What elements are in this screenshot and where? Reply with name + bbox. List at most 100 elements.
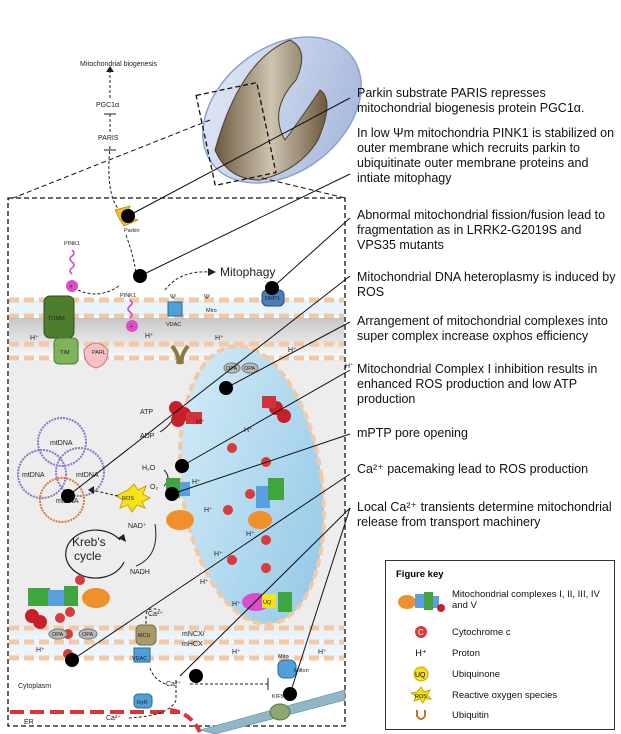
svg-text:H⁺: H⁺ — [215, 335, 224, 342]
svg-text:H⁺: H⁺ — [318, 649, 327, 656]
figure-key-title: Figure key — [396, 569, 444, 580]
svg-text:Ψ: Ψ — [170, 294, 176, 301]
key-ubiquitin-label: Ubiquitin — [452, 710, 489, 721]
proton-labels-lower: H⁺ H⁺ H⁺ — [36, 647, 327, 656]
svg-text:H⁺: H⁺ — [345, 363, 354, 370]
svg-text:TIM: TIM — [60, 350, 70, 356]
svg-text:VDAC: VDAC — [132, 656, 147, 662]
svg-text:Milton: Milton — [294, 668, 309, 674]
annotation-fission-fusion: Abnormal mitochondrial fission/fusion le… — [357, 208, 606, 252]
ubiquinone-icon: UQ — [396, 666, 446, 682]
svg-text:H⁺: H⁺ — [36, 647, 45, 654]
mitophagy-label: Mitophagy — [220, 265, 275, 279]
zoom-panel — [7, 197, 346, 727]
vdac-bottom: VDAC — [132, 647, 151, 663]
svg-text:H⁺: H⁺ — [204, 507, 213, 514]
proton-icon: H⁺ — [415, 647, 427, 658]
svg-text:DRP1: DRP1 — [265, 296, 280, 302]
annotation-dots — [61, 209, 297, 701]
svg-text:H⁺: H⁺ — [214, 551, 223, 558]
svg-text:H⁺: H⁺ — [192, 479, 201, 486]
nad-label: NAD⁺ — [128, 523, 147, 530]
svg-text:Miro: Miro — [278, 654, 289, 660]
mptp-pore — [170, 344, 190, 365]
parkin-label: Parkin — [124, 228, 140, 234]
key-complexes-label: Mitochondrial complexes I, II, III, IV a… — [452, 589, 600, 611]
svg-text:OPA: OPA — [82, 632, 94, 638]
svg-text:OPA: OPA — [226, 366, 238, 372]
svg-text:H⁺: H⁺ — [246, 531, 255, 538]
water-label: H₂O — [142, 465, 156, 472]
adp-label: ADP — [140, 433, 155, 440]
cytochrome-c-icon: C — [396, 625, 446, 639]
cytoplasm-label: Cytoplasm — [18, 683, 51, 690]
svg-text:H⁺: H⁺ — [232, 601, 241, 608]
mitochondrion-illustration — [195, 36, 362, 187]
krebs-label-2: cycle — [74, 549, 102, 563]
mncx-label-1: mNCX/ — [182, 631, 205, 638]
svg-text:TOMM: TOMM — [48, 316, 65, 322]
atp-label: ATP — [140, 409, 153, 416]
svg-text:UQ: UQ — [415, 672, 426, 679]
complex-cluster-lower-left — [25, 586, 110, 629]
svg-text:KIF5: KIF5 — [272, 694, 284, 700]
drp1-protein: DRP1 — [261, 289, 285, 307]
svg-text:Ca²⁺: Ca²⁺ — [148, 611, 163, 618]
svg-text:+: + — [130, 324, 133, 330]
svg-text:Ca²⁺: Ca²⁺ — [166, 681, 181, 688]
biogenesis-label: Mitochondrial biogenesis — [80, 61, 158, 68]
er-membrane — [10, 708, 202, 733]
svg-text:mtDNA: mtDNA — [76, 472, 99, 479]
svg-text:Miro: Miro — [206, 308, 217, 314]
ryr-channel: RyR — [133, 693, 153, 709]
svg-text:UQ: UQ — [263, 600, 272, 606]
svg-text:RyR: RyR — [137, 700, 148, 706]
mcu-channel: MCU — [135, 624, 157, 646]
svg-text:ROS: ROS — [122, 496, 134, 502]
svg-text:VDAC: VDAC — [166, 322, 181, 328]
svg-text:H⁺: H⁺ — [232, 649, 241, 656]
krebs-label-1: Kreb's — [72, 535, 106, 549]
proton-labels-upper: H⁺ H⁺ H⁺ H⁺ H⁺ — [30, 333, 354, 370]
key-proton-label: Proton — [452, 648, 480, 659]
ubiquitin-icon — [396, 708, 446, 722]
er-label: ER — [24, 719, 34, 726]
pink1-top: PINK1 + — [64, 241, 80, 292]
svg-text:mtDNA: mtDNA — [50, 440, 73, 447]
key-cytochrome-label: Cytochrome c — [452, 627, 511, 638]
svg-text:+: + — [70, 284, 73, 290]
annotation-ca-pacemaking: Ca²⁺ pacemaking lead to ROS production — [357, 462, 589, 476]
mncx-label-2: mHCX — [182, 641, 203, 648]
proton-labels-matrix: H⁺ H⁺ H⁺ H⁺ H⁺ H⁺ H⁺ H⁺ — [192, 419, 255, 608]
key-ubiquinone-label: Ubiquinone — [452, 669, 501, 680]
svg-text:H⁺: H⁺ — [288, 347, 297, 354]
annotation-pink1: In low Ψm mitochondria PINK1 is stabiliz… — [357, 126, 615, 185]
annotation-pointers — [67, 97, 351, 677]
vdac-top: VDAC Ψ — [166, 294, 183, 328]
annotation-paris: Parkin substrate PARIS represses mitocho… — [357, 86, 585, 115]
nadh-label: NADH — [130, 569, 150, 576]
ros-icon: ROS — [396, 686, 446, 704]
ros-burst: ROS — [114, 483, 152, 513]
annotation-complex-i: Mitochondrial Complex I inhibition resul… — [357, 362, 598, 406]
svg-text:Ψ: Ψ — [204, 294, 210, 301]
annotation-supercomplex: Arrangement of mitochondrial complexes i… — [357, 314, 608, 343]
svg-text:mtDNA: mtDNA — [22, 472, 45, 479]
figure-key: Figure key Mitochondrial complexes I, II… — [385, 560, 615, 730]
parl-protein: PARL — [83, 342, 109, 369]
svg-text:H⁺: H⁺ — [196, 419, 205, 426]
svg-text:ROS: ROS — [415, 694, 427, 700]
tomm-complex: TOMM — [43, 295, 75, 339]
complex-cluster-lower-right: UQ — [242, 592, 292, 612]
svg-text:H⁺: H⁺ — [244, 427, 253, 434]
paris-label: PARIS — [98, 135, 119, 142]
svg-text:H⁺: H⁺ — [30, 335, 39, 342]
annotation-ca-transients: Local Ca²⁺ transients determine mitochon… — [357, 500, 612, 529]
svg-text:H⁺: H⁺ — [145, 333, 154, 340]
svg-text:MCU: MCU — [138, 633, 151, 639]
miro-milton-bottom: Miro Milton KIF5 — [269, 654, 309, 721]
pgc1a-label: PGC1α — [96, 102, 119, 109]
svg-text:PINK1: PINK1 — [64, 241, 80, 247]
svg-text:OPA: OPA — [244, 366, 256, 372]
